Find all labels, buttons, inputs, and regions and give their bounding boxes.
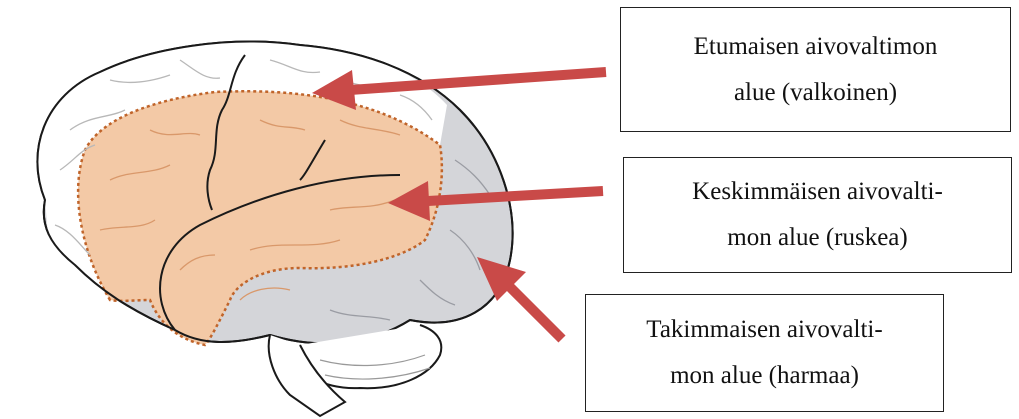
anterior-label-line1: Etumaisen aivovaltimon [621, 24, 1010, 70]
posterior-territory-label: Takimmaisen aivovalti- mon alue (harmaa) [585, 294, 944, 412]
middle-label-line1: Keskimmäisen aivovalti- [624, 169, 1011, 215]
anterior-territory-label: Etumaisen aivovaltimon alue (valkoinen) [620, 7, 1011, 132]
middle-label-line2: mon alue (ruskea) [624, 215, 1011, 261]
middle-territory-label: Keskimmäisen aivovalti- mon alue (ruskea… [623, 157, 1012, 273]
posterior-label-line2: mon alue (harmaa) [586, 353, 943, 399]
anterior-label-line2: alue (valkoinen) [621, 70, 1010, 116]
posterior-label-line1: Takimmaisen aivovalti- [586, 307, 943, 353]
